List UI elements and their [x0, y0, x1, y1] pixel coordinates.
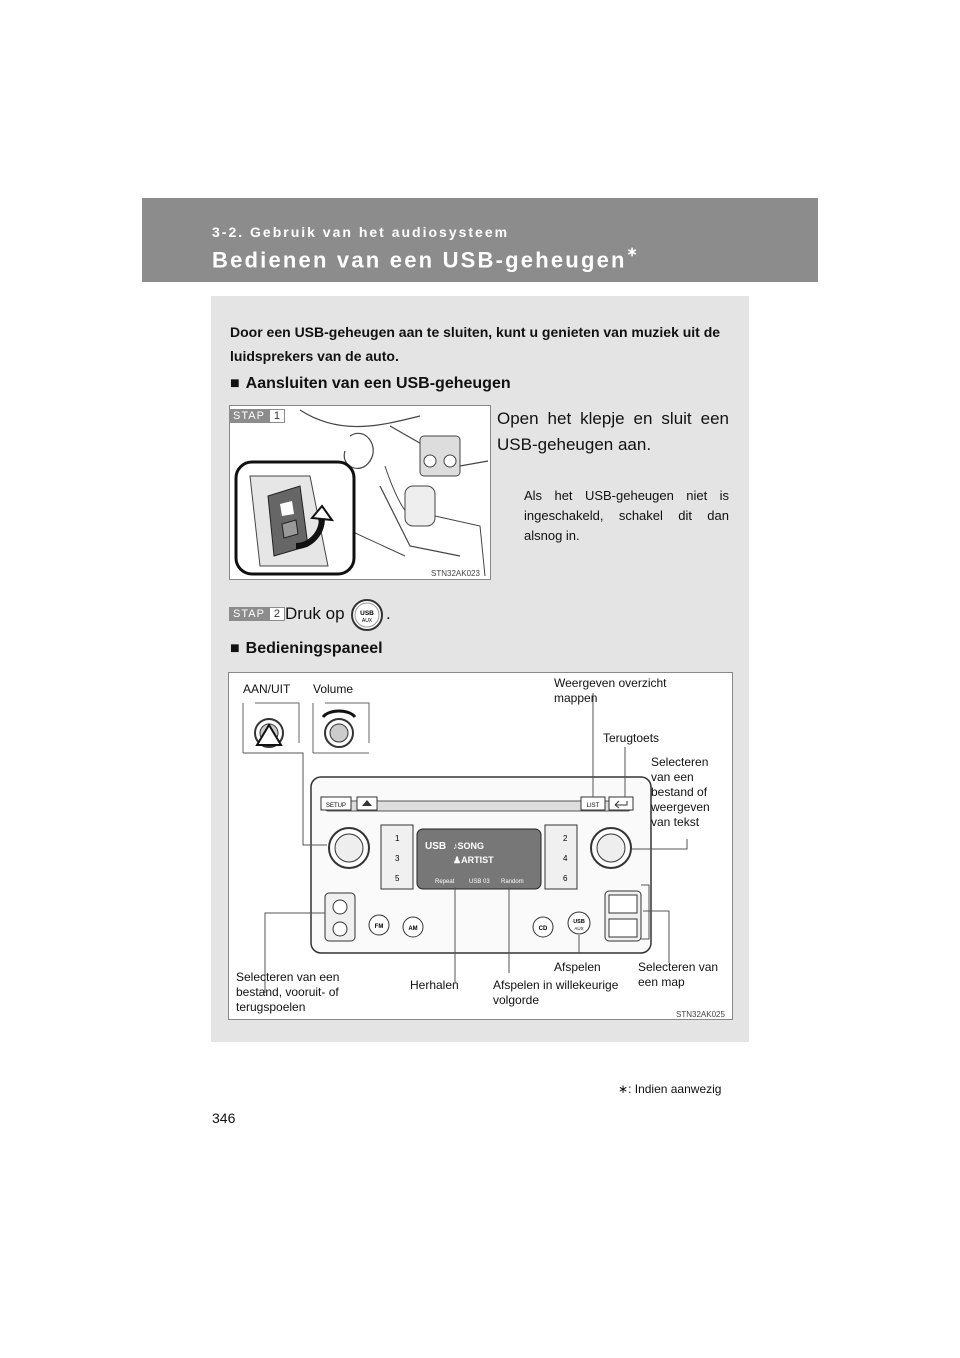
figure-code-1: STN32AK023: [431, 569, 480, 578]
step-number: 2: [268, 607, 286, 621]
usb-text: USB: [360, 610, 374, 617]
step-word: STAP: [229, 607, 269, 621]
section-heading-connect: ■ Aansluiten van een USB-geheugen: [230, 375, 511, 393]
square-bullet-icon: ■: [230, 375, 240, 392]
label-repeat: Herhalen: [410, 978, 459, 992]
label-random: Afspelen in willekeurige volgorde: [493, 978, 619, 1007]
page-title: Bedienen van een USB-geheugen∗: [212, 244, 640, 273]
step-2-text: Druk op: [285, 604, 345, 624]
step-2-period: .: [386, 604, 391, 623]
aux-button-label: AUX: [574, 926, 583, 931]
preset-5: 5: [395, 874, 400, 883]
setup-button-label: SETUP: [326, 803, 346, 809]
am-button-label: AM: [408, 926, 417, 932]
step-number: 1: [268, 409, 286, 423]
page-number: 346: [212, 1110, 236, 1126]
usb-port-figure: [229, 405, 491, 580]
label-folder-overview: Weergeven overzicht mappen: [554, 676, 667, 705]
display-random: Random: [501, 879, 524, 885]
step-2-label: Druk op: [285, 604, 345, 623]
step-1-note: Als het USB-geheugen niet is ingeschakel…: [524, 488, 729, 543]
preset-3: 3: [395, 854, 400, 863]
preset-6: 6: [563, 874, 568, 883]
label-on-off: AAN/UIT: [243, 682, 291, 696]
usb-port-illustration: [234, 409, 489, 577]
figure-code-2: STN32AK025: [676, 1010, 725, 1019]
display-artist: ♟ARTIST: [453, 855, 494, 865]
chapter-header: 3-2. Gebruik van het audiosysteem Bedien…: [142, 198, 818, 282]
page-title-text: Bedienen van een USB-geheugen: [212, 247, 627, 273]
section-heading-text: Bedieningspaneel: [245, 640, 383, 657]
label-select-file-seek: Selecteren van een bestand, vooruit- of …: [236, 970, 340, 1014]
intro-text: Door een USB-geheugen aan te sluiten, ku…: [230, 324, 721, 364]
optional-mark: ∗: [626, 244, 640, 259]
knob-inset-onoff: [242, 702, 300, 754]
preset-4: 4: [563, 854, 568, 863]
label-volume: Volume: [313, 682, 354, 696]
square-bullet-icon: ■: [230, 640, 240, 657]
list-button-label: LIST: [587, 803, 600, 809]
label-select-folder: Selecteren van een map: [638, 960, 719, 989]
footnote-text: : Indien aanwezig: [628, 1082, 722, 1096]
label-select-file-text: Selecteren van een bestand of weergeven …: [651, 755, 710, 829]
section-heading-panel: ■ Bedieningspaneel: [230, 640, 383, 658]
step-word: STAP: [229, 409, 269, 423]
cd-button-label: CD: [539, 926, 548, 932]
preset-1: 1: [395, 834, 400, 843]
display-track: USB 03: [469, 879, 490, 885]
control-panel-figure: SETUP LIST 1 2 3 4 5 6 USB ♪SONG ♟ARTIST…: [228, 672, 733, 1020]
preset-2: 2: [563, 834, 568, 843]
display-repeat: Repeat: [435, 879, 455, 885]
footnote: ∗: Indien aanwezig: [618, 1082, 721, 1096]
usb-aux-button-icon: USB AUX: [351, 599, 383, 631]
section-heading-text: Aansluiten van een USB-geheugen: [245, 375, 511, 392]
fm-button-label: FM: [375, 924, 384, 930]
section-label: 3-2. Gebruik van het audiosysteem: [212, 224, 510, 240]
label-back-button: Terugtoets: [603, 731, 660, 745]
knob-inset-volume: [312, 702, 370, 754]
step-1-text: Open het klepje en sluit een USB-geheuge…: [497, 409, 729, 454]
aux-text: AUX: [362, 618, 373, 624]
asterisk-icon: ∗: [618, 1082, 629, 1096]
display-song: ♪SONG: [453, 841, 484, 851]
audio-unit-illustration: SETUP LIST 1 2 3 4 5 6 USB ♪SONG ♟ARTIST…: [242, 693, 688, 993]
label-play: Afspelen: [554, 960, 601, 974]
display-source: USB: [425, 841, 446, 852]
usb-button-label: USB: [573, 919, 585, 925]
